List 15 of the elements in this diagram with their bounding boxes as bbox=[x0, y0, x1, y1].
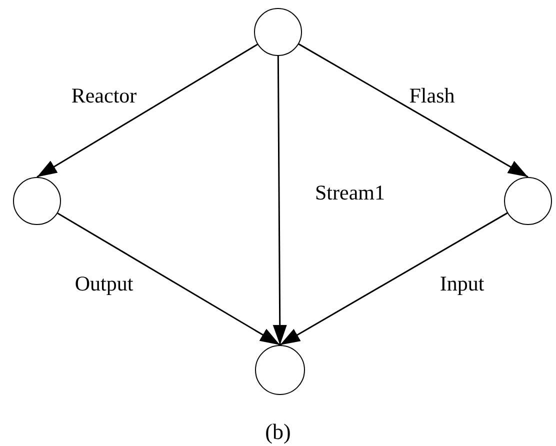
circle-node bbox=[13, 177, 61, 225]
caption: (b) bbox=[265, 419, 291, 445]
edge-label: Reactor bbox=[71, 84, 137, 108]
arrow bbox=[272, 56, 287, 345]
arrow bbox=[36, 44, 258, 178]
edge-label: Flash bbox=[409, 84, 455, 108]
arrow bbox=[280, 212, 508, 346]
edge-label: Input bbox=[440, 272, 484, 296]
arrow bbox=[298, 43, 528, 178]
circle-node bbox=[255, 345, 305, 395]
arrow bbox=[57, 212, 280, 346]
edge-label: Output bbox=[74, 272, 134, 296]
circle-node bbox=[504, 177, 552, 225]
edge-label: Stream1 bbox=[315, 180, 385, 206]
circle-node bbox=[254, 8, 302, 56]
